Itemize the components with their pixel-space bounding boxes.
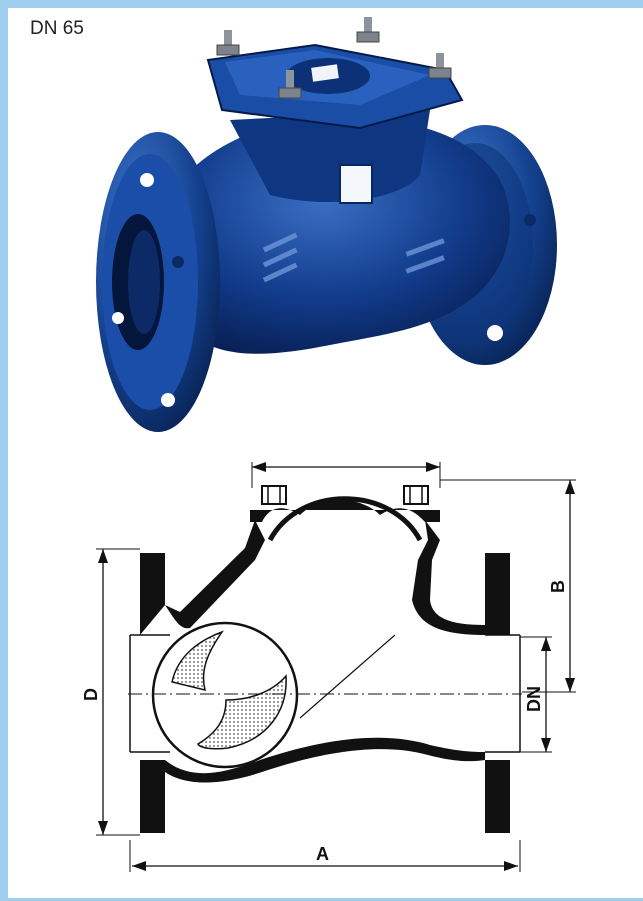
bonnet-bolt — [216, 30, 240, 56]
ball-shading-lower — [197, 674, 287, 750]
bonnet-bolt-right — [403, 485, 429, 505]
size-label: DN 65 — [30, 18, 84, 39]
right-flange-bolt-hole — [487, 325, 503, 341]
bonnet-section — [250, 500, 440, 522]
valve-body — [168, 117, 511, 354]
technical-drawing — [96, 462, 576, 872]
valve-illustration — [96, 17, 557, 432]
bonnet-tag — [311, 64, 339, 82]
left-flange-bolt-hole — [140, 173, 154, 187]
inspection-window — [339, 164, 373, 204]
bonnet-bolt — [278, 70, 302, 99]
left-flange-section-bottom — [140, 760, 165, 833]
dim-b-label: B — [548, 580, 568, 593]
left-flange-bolt-hole — [161, 393, 175, 407]
bonnet-bolt — [428, 53, 452, 79]
bonnet-bolt-left — [261, 485, 287, 505]
body-wall-lower — [165, 737, 485, 783]
right-flange-section-top — [485, 553, 510, 635]
right-flange-section-bottom — [485, 760, 510, 833]
cast-marks — [262, 232, 445, 283]
left-flange-bolt-hole — [172, 256, 184, 268]
left-flange-section-top — [140, 553, 165, 635]
body-wall-upper-right — [412, 520, 485, 635]
left-flange-bolt-hole — [112, 312, 124, 324]
dim-d-label: D — [81, 688, 101, 701]
bonnet-bolt — [356, 17, 380, 43]
dim-dn-label: DN — [524, 686, 544, 712]
left-flange-bore-depth — [128, 230, 160, 334]
ball-shading-upper — [171, 630, 224, 692]
dim-a-label: A — [316, 844, 329, 864]
right-flange-bolt-hole — [524, 214, 536, 226]
body-wall-upper-left — [165, 520, 265, 629]
valve-neck — [230, 110, 430, 203]
bonnet-dome — [267, 496, 423, 542]
leader-line — [299, 634, 396, 719]
